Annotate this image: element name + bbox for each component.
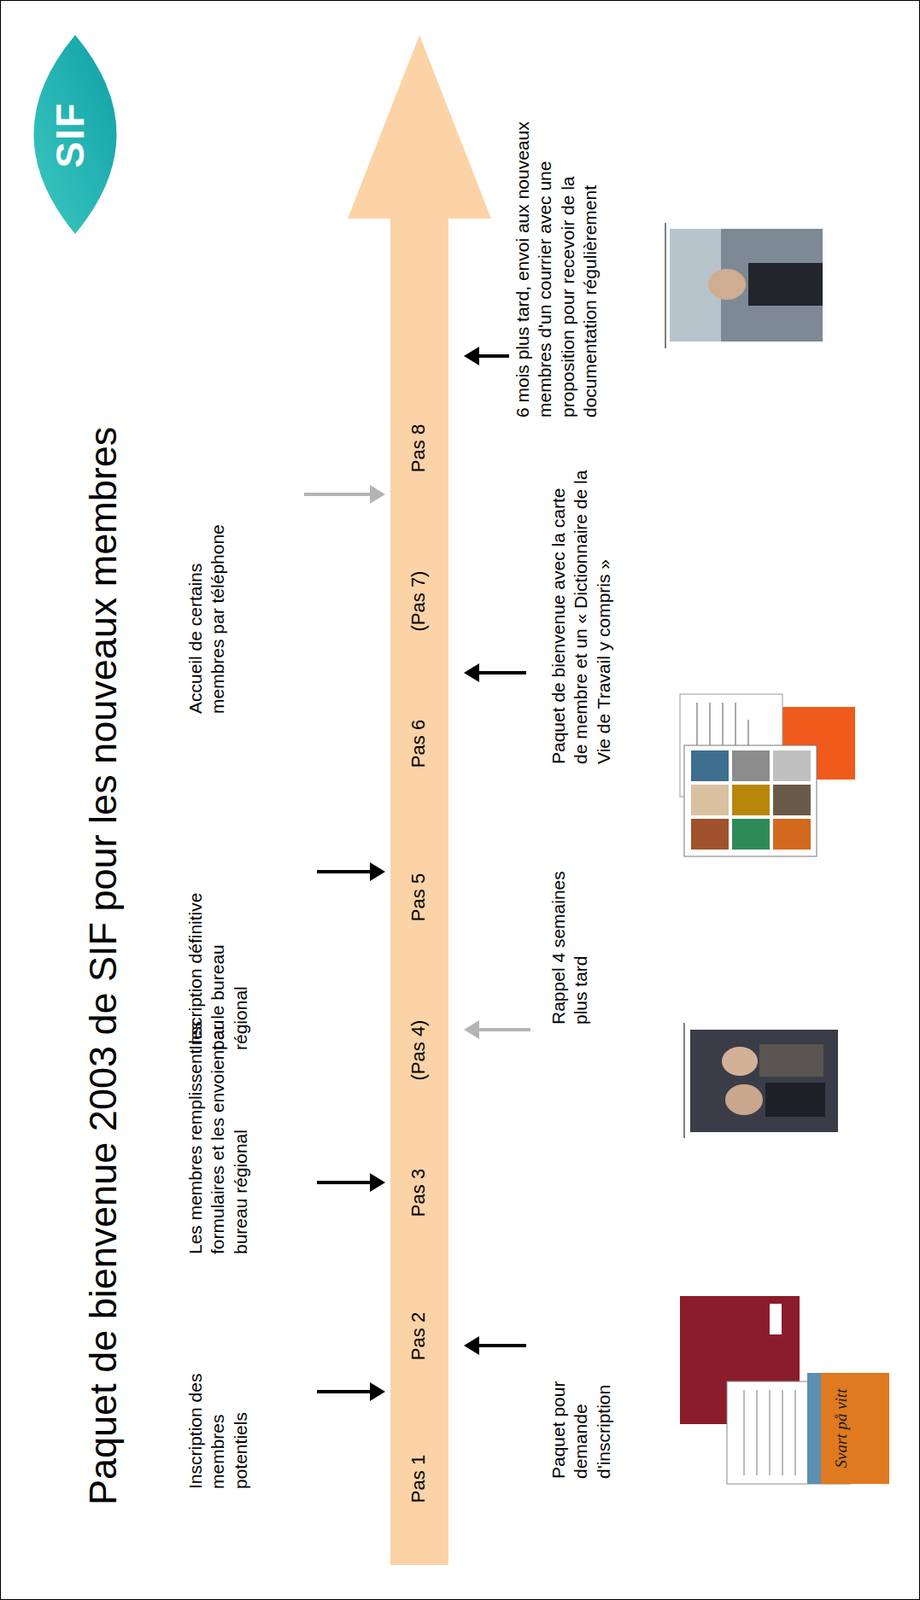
logo-lens	[34, 35, 118, 235]
step-note: Inscription définitive par le bureau rég…	[184, 879, 252, 1051]
step-note: 6 mois plus tard, envoi aux nouveaux mem…	[511, 105, 602, 418]
diagram-title: Paquet de bienvenue 2003 de SIF pour les…	[79, 427, 128, 1506]
step-label: Pas 3	[407, 1169, 430, 1218]
step-label: Pas 8	[407, 424, 430, 473]
step-label: Pas 6	[407, 720, 430, 768]
step-label: Pas 1	[407, 1455, 430, 1504]
arrow-fill	[347, 35, 492, 1566]
timeline-arrow: Pas 1 Pas 2 Pas 3 (Pas 4) Pas 5 Pas 6 (Pas 7) P…	[347, 35, 492, 1566]
logo-text: SIF	[50, 79, 90, 191]
step-label: (Pas 4)	[407, 1020, 430, 1082]
booklet-title: Svart på vitt	[831, 1377, 852, 1481]
step-note: Accueil de certains membres par téléphon…	[184, 513, 230, 715]
welcome-pack	[679, 694, 856, 857]
step-label: Pas 5	[407, 873, 430, 922]
step-label: Pas 2	[407, 1312, 430, 1361]
inscription-package	[679, 1296, 890, 1485]
step-note: Inscription des membres potentiels	[184, 1361, 252, 1490]
step-label: (Pas 7)	[407, 571, 430, 633]
step-note: Paquet de bienvenue avec la carte de mem…	[547, 469, 616, 765]
step-note: Rappel 4 semaines plus tard	[547, 862, 593, 1026]
step-note: Paquet pour demande d'inscription	[547, 1338, 616, 1480]
reminder-brochure	[684, 1023, 838, 1139]
six-month-letter	[665, 222, 823, 349]
